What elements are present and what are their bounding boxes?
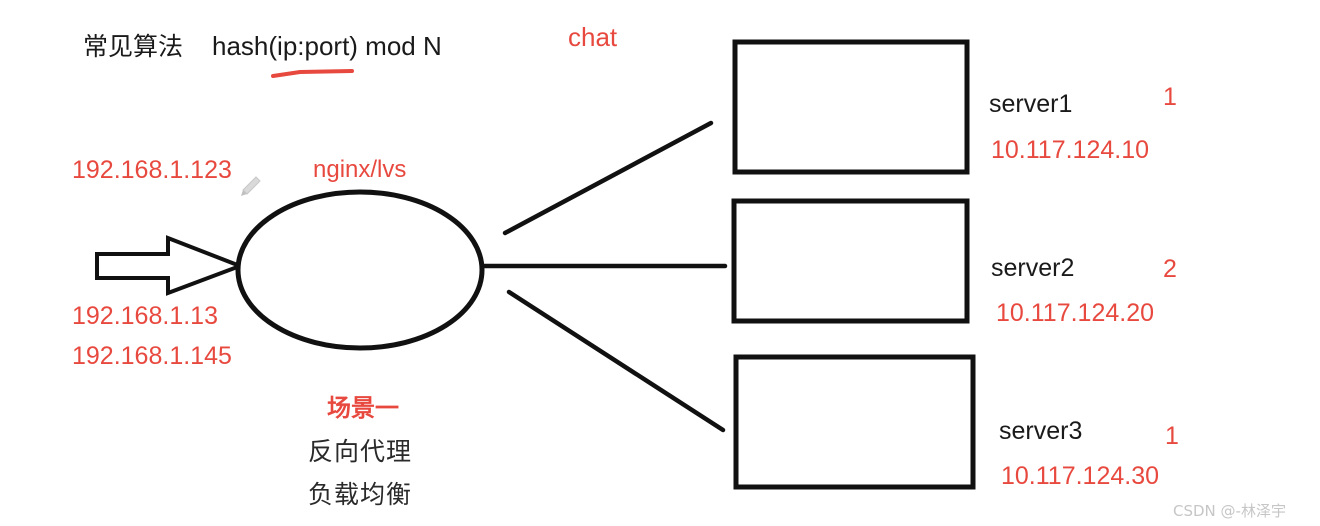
server2-box xyxy=(731,198,970,324)
server1-box xyxy=(732,39,970,175)
client-ip-top: 192.168.1.123 xyxy=(72,156,232,184)
server1-badge: 1 xyxy=(1163,83,1177,111)
incoming-traffic-arrow xyxy=(95,235,246,296)
ip-port-underline xyxy=(271,69,354,78)
load-balancer-label-group: 反向代理 负载均衡 xyxy=(237,192,483,509)
page-title-cn: 常见算法 xyxy=(83,32,184,61)
server3-box xyxy=(733,354,976,490)
server2-badge: 2 xyxy=(1163,255,1177,283)
server2-name: server2 xyxy=(991,254,1075,282)
server3-badge: 1 xyxy=(1165,422,1179,450)
server3-ip: 10.117.124.30 xyxy=(1001,462,1160,490)
server1-name: server1 xyxy=(989,90,1073,118)
balancer-line-1: 反向代理 xyxy=(307,437,412,466)
scene-label: 场景一 xyxy=(327,394,399,422)
server1-ip: 10.117.124.10 xyxy=(991,136,1150,164)
server2-ip: 10.117.124.20 xyxy=(996,299,1155,327)
chat-label: chat xyxy=(568,22,618,52)
server3-name: server3 xyxy=(999,417,1083,445)
balancer-tech-label: nginx/lvs xyxy=(313,156,407,183)
algorithm-formula: hash(ip:port) mod N xyxy=(212,31,442,61)
csdn-watermark: CSDN @-林泽宇 xyxy=(1173,502,1286,520)
client-ip-bottom: 192.168.1.145 xyxy=(72,342,232,370)
connector-to-server3 xyxy=(506,289,726,433)
balancer-line-2: 负载均衡 xyxy=(307,480,412,509)
connector-to-server1 xyxy=(502,120,714,236)
client-ip-middle: 192.168.1.13 xyxy=(72,302,218,330)
